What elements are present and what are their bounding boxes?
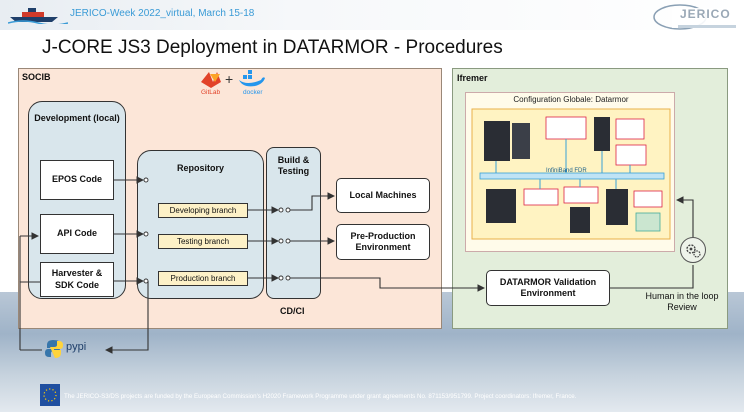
page-title: J-CORE JS3 Deployment in DATARMOR - Proc… xyxy=(42,37,503,58)
testing-branch: Testing branch xyxy=(158,234,248,249)
event-text: JERICO-Week 2022_virtual, March 15-18 xyxy=(70,8,255,19)
build-testing-title: Build & Testing xyxy=(277,155,310,177)
python-icon xyxy=(45,340,63,358)
config-title: Configuration Globale: Datarmor xyxy=(513,95,629,104)
pypi-text: pypi xyxy=(66,341,87,353)
local-machines-box: Local Machines xyxy=(336,178,430,213)
gitlab-text: GitLab xyxy=(201,89,221,96)
eu-flag-icon xyxy=(40,384,60,406)
ship-logo-icon xyxy=(8,8,68,24)
development-title: Development (local) xyxy=(34,113,120,123)
repository-title: Repository xyxy=(176,163,224,173)
docker-icon xyxy=(239,70,265,87)
footer-text: The JERICO-S3/DS projects are funded by … xyxy=(64,393,577,400)
gear-icon xyxy=(686,244,701,258)
header-bar xyxy=(0,0,744,30)
docker-text: docker xyxy=(243,89,263,96)
gitlab-icon: + xyxy=(201,70,265,88)
human-review-gear xyxy=(680,237,706,263)
svg-text:+: + xyxy=(225,71,233,87)
build-testing-panel xyxy=(266,147,321,299)
jerico-logo-icon xyxy=(653,4,740,30)
gitlab-docker-logo: + GitLab docker xyxy=(197,70,267,98)
infiniband-label: InfiniBand FDR xyxy=(546,168,587,174)
datarmor-architecture-icon xyxy=(471,108,671,240)
socib-label: SOCIB xyxy=(22,72,51,82)
jerico-logo-text: JERICO xyxy=(680,7,731,21)
datarmor-validation-box: DATARMOR Validation Environment xyxy=(486,270,610,306)
epos-code-box: EPOS Code xyxy=(40,160,114,200)
human-review-label: Human in the loop Review xyxy=(645,291,719,313)
cdci-label: CD/CI xyxy=(280,306,305,316)
jerico-logo: JERICO xyxy=(650,3,742,31)
pypi-logo: pypi xyxy=(44,338,104,360)
developing-branch: Developing branch xyxy=(158,203,248,218)
datarmor-config-image: Configuration Globale: Datarmor InfiniBa… xyxy=(465,92,675,252)
harvester-sdk-box: Harvester & SDK Code xyxy=(40,262,114,297)
production-branch: Production branch xyxy=(158,271,248,286)
ifremer-label: Ifremer xyxy=(457,73,488,83)
api-code-box: API Code xyxy=(40,214,114,254)
pre-production-box: Pre-Production Environment xyxy=(336,224,430,260)
